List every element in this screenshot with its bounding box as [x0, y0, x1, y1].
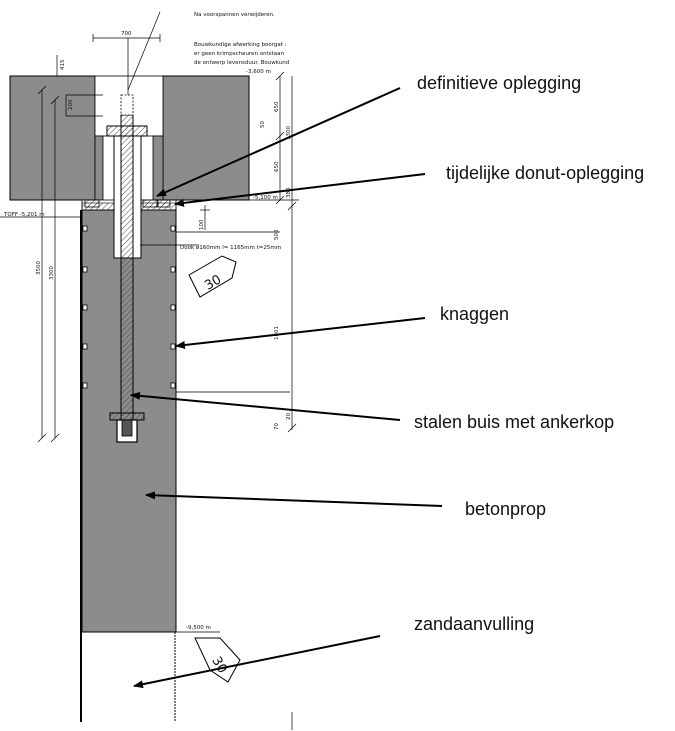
- dim-700: 700: [121, 31, 132, 37]
- dim-500: 500: [274, 229, 280, 240]
- arrow-tijdelijke-donut: [174, 173, 426, 207]
- dim-1300: 1300: [286, 126, 292, 140]
- label-stalen-buis: stalen buis met ankerkop: [414, 412, 614, 432]
- level-bottom: -9,500 m: [186, 625, 211, 631]
- dim-650a: 650: [274, 101, 280, 112]
- label-zandaanvulling: zandaanvulling: [414, 614, 534, 634]
- dim-3300: 3300: [49, 266, 55, 280]
- dook-note: Dook ø160mm l= 1165mm t=25mm: [180, 245, 281, 251]
- label-knaggen: knaggen: [440, 304, 509, 324]
- note-line-2: Bouwkundige afwerking boorgat :: [194, 42, 287, 48]
- donut-supports: [84, 199, 171, 208]
- left-dimensions: [0, 11, 161, 443]
- dim-1801: 1801: [274, 326, 280, 340]
- dim-3500: 3500: [36, 261, 42, 275]
- label-betonprop: betonprop: [465, 499, 546, 519]
- arrow-definitieve-oplegging: [156, 87, 401, 197]
- note-line-3: er geen krimpscheuren ontstaan: [194, 51, 284, 57]
- section-tag-lower: 30: [194, 637, 241, 683]
- arrow-zandaanvulling: [133, 635, 381, 689]
- dim-200: 200: [68, 99, 74, 110]
- drawing-annotations: Na voorspannen verwijderen. Bouwkundige …: [3, 12, 292, 631]
- right-dimensions: [140, 71, 299, 730]
- level-left: TOFF -5,201 m: [3, 212, 45, 218]
- sand-fill: [80, 210, 177, 722]
- note-line-1: Na voorspannen verwijderen.: [194, 12, 275, 18]
- arrow-knaggen: [175, 317, 426, 349]
- level-top: -3,600 m: [246, 69, 271, 75]
- dim-650b: 650: [274, 161, 280, 172]
- callout-arrows: [130, 87, 443, 689]
- steel-tube: [106, 94, 148, 443]
- callout-labels: definitieve oplegging tijdelijke donut-o…: [414, 73, 644, 634]
- section-tag-upper: 30: [188, 255, 237, 298]
- label-tijdelijke-donut: tijdelijke donut-oplegging: [446, 163, 644, 183]
- dim-415: 415: [60, 59, 66, 70]
- arrow-betonprop: [145, 491, 443, 507]
- dim-380: 380: [286, 187, 292, 198]
- dim-70: 70: [274, 423, 280, 430]
- label-definitieve-oplegging: definitieve oplegging: [417, 73, 581, 93]
- note-line-4: de ontwerp levensduur. Bouwkund: [194, 60, 289, 66]
- section-tag-upper-label: 30: [202, 272, 224, 293]
- arrow-stalen-buis: [130, 391, 401, 421]
- dim-100: 100: [199, 219, 205, 230]
- dim-50: 50: [260, 121, 266, 128]
- dim-20: 20: [286, 413, 292, 420]
- lugs: [82, 225, 176, 389]
- level-mid: -5,100 m: [253, 195, 278, 201]
